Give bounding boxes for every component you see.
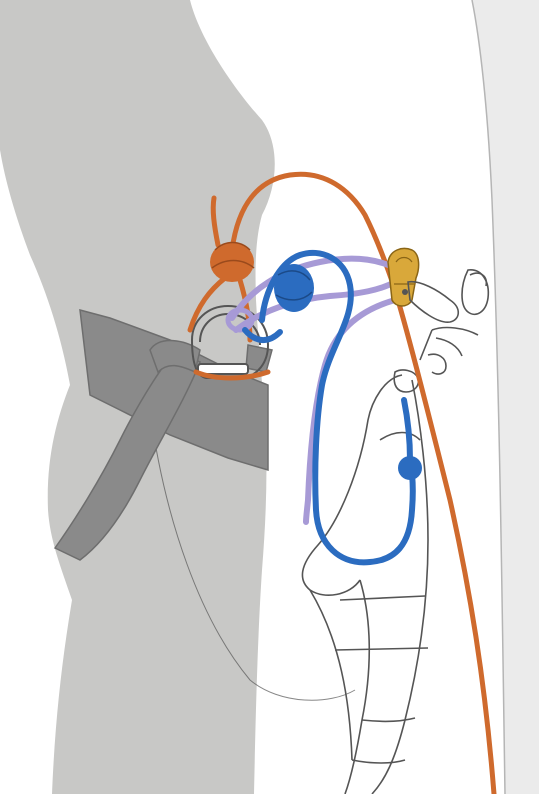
blue-lower-knot	[398, 456, 422, 480]
quickdraw-carabiners	[408, 270, 488, 374]
blue-knot	[274, 264, 314, 312]
figure-eight-knot-icon	[210, 242, 254, 282]
rope-grab-icon	[388, 249, 419, 307]
orange-rope-main	[232, 174, 494, 794]
